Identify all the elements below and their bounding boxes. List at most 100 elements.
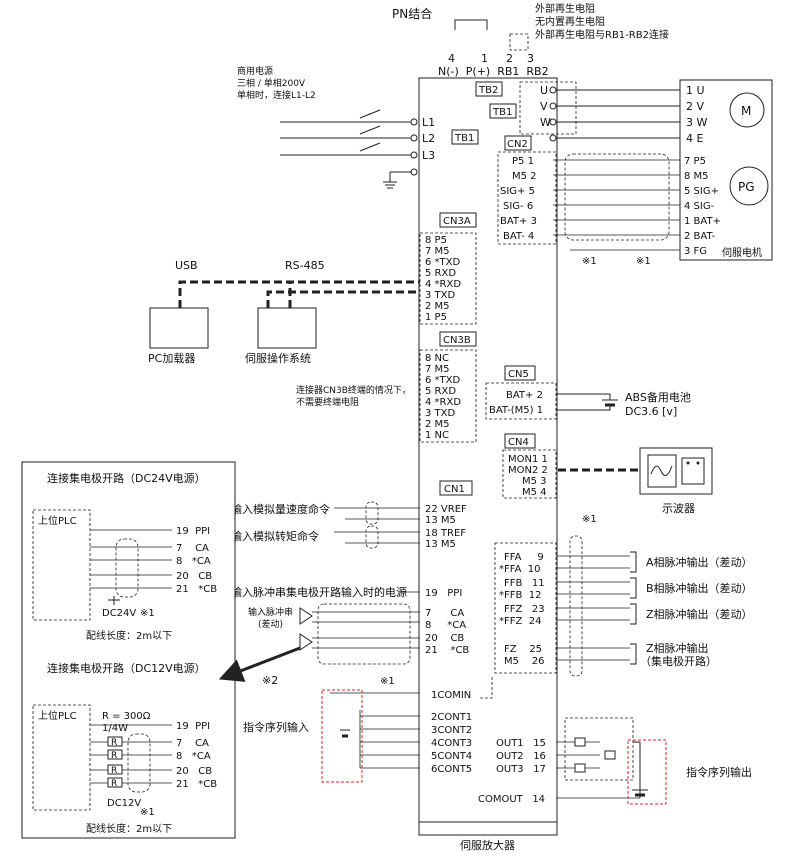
dc24-pin: 21 *CB [176, 584, 217, 595]
tb1-box-right [489, 103, 517, 119]
enc-pin: 1 BAT+ [684, 216, 721, 227]
cn2-label: CN2 [507, 139, 528, 150]
cn3b-note1: 连接器CN3B终端的情况下， [296, 384, 411, 396]
cn5-label: CN5 [508, 369, 529, 380]
term-num-3: 3 [527, 52, 534, 65]
cn1-analog-pin: 13 M5 [425, 539, 456, 550]
cn2-pin: P5 1 [512, 156, 534, 167]
dc12-title: 连接集电极开路（DC12V电源） [47, 661, 206, 675]
out-pin: *FFZ 24 [499, 616, 541, 627]
resistor-r: R [111, 738, 117, 748]
cn4-pin: M5 3 [522, 476, 547, 487]
plc-label-24: 上位PLC [38, 514, 77, 527]
tb1-left-label: TB1 [454, 133, 474, 144]
out-label: OUT3 17 [496, 764, 546, 775]
r-watt: 1/4W [102, 723, 128, 734]
cn5-frame [485, 382, 557, 420]
pulse-in-label2: (差动) [258, 618, 283, 630]
amplifier-label: 伺服放大器 [460, 838, 515, 852]
cn3a-pin: 8 P5 [425, 235, 447, 246]
pn-label: PN结合 [392, 6, 432, 21]
cn3a-pin: 3 TXD [425, 290, 456, 301]
dc12-note: ※1 [140, 807, 155, 818]
out-pin: FFZ 23 [504, 604, 545, 615]
cn3a-pin: 6 *TXD [425, 257, 461, 268]
motor-out-e: 4 E [686, 132, 703, 145]
dc24-pin: 8 *CA [176, 556, 211, 567]
cn5-box [504, 365, 536, 381]
cn3a-pin: 1 P5 [425, 312, 447, 323]
ref-arrow [218, 646, 301, 682]
term-l1: L1 [422, 116, 435, 129]
dc24-pin: 7 CA [176, 543, 209, 554]
motor-symbol [729, 92, 765, 128]
ref-note: ※2 [262, 674, 278, 687]
cont-label: 2CONT1 [431, 712, 472, 723]
cn2-left-pins: P5 1 M5 2 SIG+ 5 SIG- 6 BAT+ 3 BAT- 4 [500, 156, 537, 242]
cn1-box [439, 480, 473, 496]
motor-out-u: 1 U [686, 84, 705, 97]
motor-out-w: 3 W [686, 116, 707, 129]
cn1-pulse-pin: 20 CB [425, 633, 464, 644]
rs485-cable-a [266, 290, 420, 308]
cn3b-pin: 2 M5 [425, 419, 450, 430]
power-line3: 单相时，连接L1-L2 [237, 89, 316, 101]
motor-out-v: 2 V [686, 100, 704, 113]
term-l2: L2 [422, 132, 435, 145]
battery-label: ABS备用电池 [625, 390, 691, 404]
dc24-note: ※1 [140, 608, 155, 619]
cn3b-pin: 8 NC [425, 353, 449, 364]
out-pin: FZ 25 [504, 644, 542, 655]
cn5-pin: BAT+ 2 [506, 390, 543, 401]
cn4-pin: MON2 2 [508, 465, 548, 476]
cn3b-pin: 4 *RXD [425, 397, 461, 408]
enc-pin: 4 SIG- [684, 201, 715, 212]
motor-u: U [540, 84, 548, 97]
cn2-box [504, 135, 532, 151]
cn2-pin: BAT+ 3 [500, 216, 537, 227]
power-line1: 商用电源 [237, 65, 273, 77]
comin-label: 1COMIN [431, 690, 471, 701]
out-pin: M5 26 [504, 656, 544, 667]
b-output-label: B相脉冲输出（差动） [646, 581, 753, 595]
comin-link [480, 675, 493, 699]
z-oc-label2: （集电极开路） [640, 654, 717, 668]
cn3a-pin: 4 *RXD [425, 279, 461, 290]
cn4-label: CN4 [508, 437, 529, 448]
cn1-pulse-pin: 8 *CA [425, 620, 466, 631]
dc12-pin: 7 CA [176, 738, 209, 749]
cn3b-pin: 6 *TXD [425, 375, 461, 386]
out-pin: *FFA 10 [499, 564, 541, 575]
motor-v: V [540, 100, 548, 113]
pulse-output-cables [556, 535, 637, 677]
cn1-analog-pin: 18 TREF [425, 528, 466, 539]
dc12-pin: 21 *CB [176, 779, 217, 790]
pulse-input-drivers [299, 603, 420, 665]
regen-line3: 外部再生电阻与RB1-RB2连接 [535, 28, 669, 41]
motor-w: W [540, 116, 551, 129]
cont-label: 4CONT3 [431, 738, 472, 749]
regen-line1: 外部再生电阻 [535, 2, 595, 15]
regen-line2: 无内置再生电阻 [535, 15, 605, 28]
cn4-pin: M5 4 [522, 487, 547, 498]
cn3b-note2: 不需要终端电阻 [296, 396, 359, 408]
resistor-r: R [111, 751, 117, 761]
cn3a-pin: 5 RXD [425, 268, 456, 279]
cn3b-pin: 1 NC [425, 430, 449, 441]
plc-label-12: 上位PLC [38, 709, 77, 722]
r-value: R = 300Ω [102, 711, 151, 722]
a-output-label: A相脉冲输出（差动） [646, 555, 753, 569]
pulse-power-label: 输入脉冲串集电极开路输入时的电源 [231, 585, 407, 599]
cn4-pin: MON1 1 [508, 454, 548, 465]
cn3b-pin: 3 TXD [425, 408, 456, 419]
cmd-output-label: 指令序列输出 [686, 765, 752, 779]
oscilloscope-icon [639, 447, 713, 495]
speed-cmd-label: 输入模拟量速度命令 [231, 502, 330, 516]
z-output-label: Z相脉冲输出（差动） [646, 607, 753, 621]
cn1-analog-pin: 13 M5 [425, 515, 456, 526]
power-line2: 三相 / 单相200V [237, 77, 306, 89]
output-circuit [556, 717, 667, 805]
battery-wires [556, 393, 611, 411]
cn3b-pins: 8 NC 7 M5 6 *TXD 5 RXD 4 *RXD 3 TXD 2 M5… [419, 349, 477, 443]
cn2-note-left: ※1 [582, 256, 597, 267]
